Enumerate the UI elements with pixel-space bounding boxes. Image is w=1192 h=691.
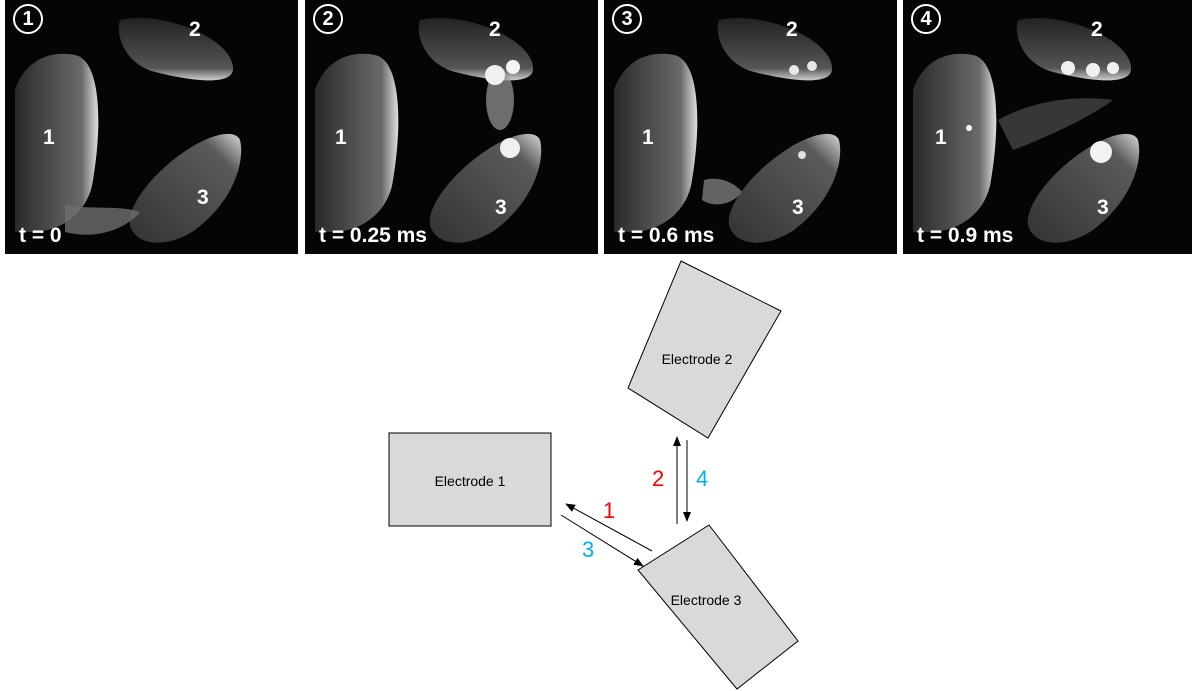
electrode-2-label: 2 — [489, 18, 501, 41]
electrode-1-label: 1 — [935, 126, 947, 149]
frame-4: 4 2 1 3 t = 0.9 ms — [903, 0, 1192, 254]
step-4-label: 4 — [696, 466, 708, 491]
electrode-2-box — [627, 260, 782, 439]
electrode-1-label: 1 — [43, 126, 55, 149]
frame-3-image — [614, 18, 841, 243]
electrode-2-label: 2 — [786, 18, 798, 41]
frame-2: 2 2 1 3 t = 0.25 ms — [305, 0, 598, 254]
electrode-3-label: 3 — [495, 196, 507, 219]
frame-number-badge: 4 — [911, 4, 941, 34]
step-1-label: 1 — [603, 498, 615, 523]
arrow-step-3 — [560, 514, 644, 567]
electrode-1-box — [388, 432, 552, 527]
frame-1-image — [15, 18, 242, 243]
electrode-3-label: 3 — [197, 186, 209, 209]
frame-number-badge: 3 — [612, 4, 642, 34]
electrode-1-text: Electrode 1 — [435, 473, 506, 489]
step-3-label: 3 — [582, 537, 594, 562]
frame-time: t = 0.6 ms — [618, 224, 715, 247]
frame-number-badge: 1 — [13, 4, 43, 34]
frame-3: 3 2 1 3 t = 0.6 ms — [604, 0, 897, 254]
frame-4-image — [913, 18, 1140, 243]
electrode-2-text: Electrode 2 — [662, 351, 733, 367]
electrode-3-label: 3 — [1097, 196, 1109, 219]
electrode-3-box — [637, 524, 799, 690]
electrode-3-text: Electrode 3 — [671, 592, 742, 608]
frame-time: t = 0.25 ms — [319, 224, 427, 247]
frame-number-badge: 2 — [313, 4, 343, 34]
frame-time: t = 0 — [19, 224, 62, 247]
frame-time: t = 0.9 ms — [917, 224, 1014, 247]
electrode-2-label: 2 — [189, 18, 201, 41]
frame-1: 1 2 1 3 t = 0 — [5, 0, 298, 254]
electrode-1-label: 1 — [335, 126, 347, 149]
arrow-step-1 — [565, 503, 653, 552]
electrode-1-label: 1 — [642, 126, 654, 149]
electrode-3-label: 3 — [792, 196, 804, 219]
electrode-2-label: 2 — [1091, 18, 1103, 41]
frame-2-image — [315, 18, 542, 243]
step-2-label: 2 — [652, 466, 664, 491]
